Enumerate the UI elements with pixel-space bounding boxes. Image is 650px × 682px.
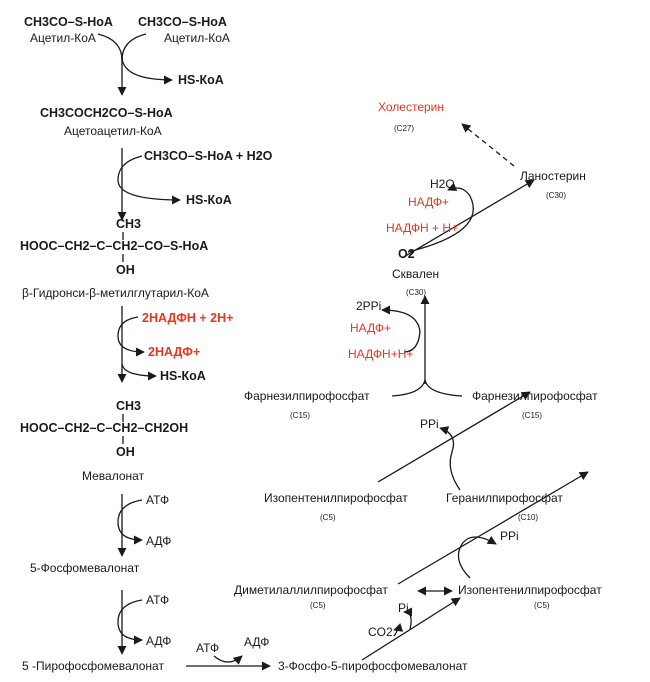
- arc-atp-3: [213, 655, 243, 665]
- adp-label-1: АДФ: [146, 534, 171, 548]
- pi-label: Pi: [398, 601, 409, 615]
- geranyl-pp-label: Геранилпирофосфат: [446, 491, 563, 505]
- farnesyl-pp-left-label: Фарнезилпирофосфат: [244, 389, 370, 403]
- nadph-h-label: НАДФН + Н+: [386, 221, 458, 235]
- mevalonate-chain: HOOC–CH2–C–CH2–CH2OH: [20, 421, 188, 435]
- arc-lanosterol-cyclase: [407, 182, 474, 253]
- squalene-carbon: (С30): [406, 288, 426, 297]
- cholesterol-label: Холестерин: [378, 100, 444, 114]
- farnesyl-merge-left: [391, 379, 426, 397]
- arc-squalene-synthase: [381, 305, 421, 353]
- acetoacetyl-coa-formula: CH3COCH2CO–S-HoA: [40, 106, 173, 120]
- arrow-release-hs-coa-1: [121, 57, 173, 85]
- arrow-release-hs-coa-3: [121, 363, 157, 381]
- nadph-h-label-2: НАДФН+Н+: [348, 347, 413, 361]
- dimethylallyl-carbon: (С5): [310, 601, 326, 610]
- arc-atp-2: [117, 599, 143, 645]
- hmg-coa-label: β-Гидронси-β-метилглутарил-КоА: [22, 286, 209, 300]
- merge-arc-right: [121, 33, 147, 61]
- isopentenyl-pp-right-label: Изопентенилпирофосфат: [458, 583, 602, 597]
- arrow-to-geranyl: [397, 471, 589, 585]
- isopentenyl-pp-left-label: Изопентенилпирофосфат: [264, 491, 408, 505]
- acetyl-coa-formula-2: CH3CO–S-HoA: [138, 15, 227, 29]
- nadp-plus-label: НАДФ+: [408, 195, 449, 209]
- farnesyl-pp-right-label: Фарнезилпирофосфат: [472, 389, 598, 403]
- pyrophosphomevalonate-label: 5 -Пирофосфомевалонат: [22, 659, 164, 673]
- hmg-coa-chain: HOOC–CH2–C–CH2–CO–S-HoA: [20, 239, 208, 253]
- co2-label: CO2: [368, 625, 393, 639]
- phospho-pyrophosphomevalonate-label: 3-Фосфо-5-пирофосфомевалонат: [278, 659, 468, 673]
- acetoacetyl-coa-label: Ацетоацетил-КоА: [64, 124, 162, 138]
- arc-co2-release: [393, 623, 404, 637]
- arc-pi-release: [403, 607, 413, 630]
- arc-nadph-reduction: [117, 316, 145, 357]
- arrow-to-lanosterol: [401, 179, 535, 259]
- arc-acetyl-in-hs-coa-out: [117, 155, 181, 205]
- adp-label-2: АДФ: [146, 634, 171, 648]
- acetyl-coa-label-2: Ацетил-КоА: [164, 31, 230, 45]
- hs-coa-label-1: HS-КоА: [178, 73, 224, 87]
- hs-coa-label-3: HS-КоА: [160, 369, 206, 383]
- mevalonate-methyl: CH3: [116, 399, 141, 413]
- water-label: H2O: [430, 177, 455, 191]
- hs-coa-label-2: HS-КоА: [186, 193, 232, 207]
- dimethylallyl-pp-label: Диметилаллилпирофосфат: [234, 583, 388, 597]
- arc-atp-1: [117, 499, 143, 545]
- isopentenyl-right-carbon: (С5): [534, 601, 550, 610]
- arrow-to-isopentenyl-right: [361, 597, 461, 661]
- acetyl-coa-label-1: Ацетил-КоА: [30, 31, 96, 45]
- lanosterol-carbon: (С30): [546, 191, 566, 200]
- farnesyl-merge-right: [424, 379, 463, 397]
- acetyl-coa-plus-water: CH3CO–S-HoA + H2O: [144, 149, 273, 163]
- atp-label-2: АТФ: [146, 593, 169, 607]
- isopentenyl-left-carbon: (С5): [320, 513, 336, 522]
- mevalonate-label: Мевалонат: [82, 469, 145, 483]
- merge-arc-left: [97, 33, 123, 61]
- nadp-2-label: 2НАДФ+: [148, 345, 200, 359]
- hmg-coa-methyl: CH3: [116, 217, 141, 231]
- ppi-label-1: PPi: [420, 417, 439, 431]
- o2-label: O2: [398, 247, 415, 261]
- nadp-plus-label-2: НАДФ+: [350, 321, 391, 335]
- nadph-2h-label: 2НАДФН + 2Н+: [142, 311, 233, 325]
- acetyl-coa-formula-1: CH3CO–S-HoA: [24, 15, 113, 29]
- two-ppi-label: 2PPi: [356, 299, 381, 313]
- farnesyl-right-carbon: (С15): [522, 411, 542, 420]
- geranyl-carbon: (С10): [518, 513, 538, 522]
- dashed-arrow-to-cholesterol: [461, 123, 515, 167]
- ppi-label-2: PPi: [500, 529, 519, 543]
- arrow-to-farnesyl: [377, 391, 531, 483]
- squalene-label: Сквален: [392, 267, 439, 281]
- phosphomevalonate-label: 5-Фосфомевалонат: [30, 561, 140, 575]
- mevalonate-hydroxyl: OH: [116, 445, 135, 459]
- cholesterol-carbon: (С27): [394, 124, 414, 133]
- hmg-coa-hydroxyl: OH: [116, 263, 135, 277]
- adp-label-3: АДФ: [244, 635, 269, 649]
- atp-label-3: АТФ: [196, 641, 219, 655]
- atp-label-1: АТФ: [146, 493, 169, 507]
- arc-ppi-release-1: [439, 426, 461, 491]
- arc-ppi-release-2: [457, 535, 497, 579]
- lanosterol-label: Ланостерин: [520, 169, 586, 183]
- farnesyl-left-carbon: (С15): [290, 411, 310, 420]
